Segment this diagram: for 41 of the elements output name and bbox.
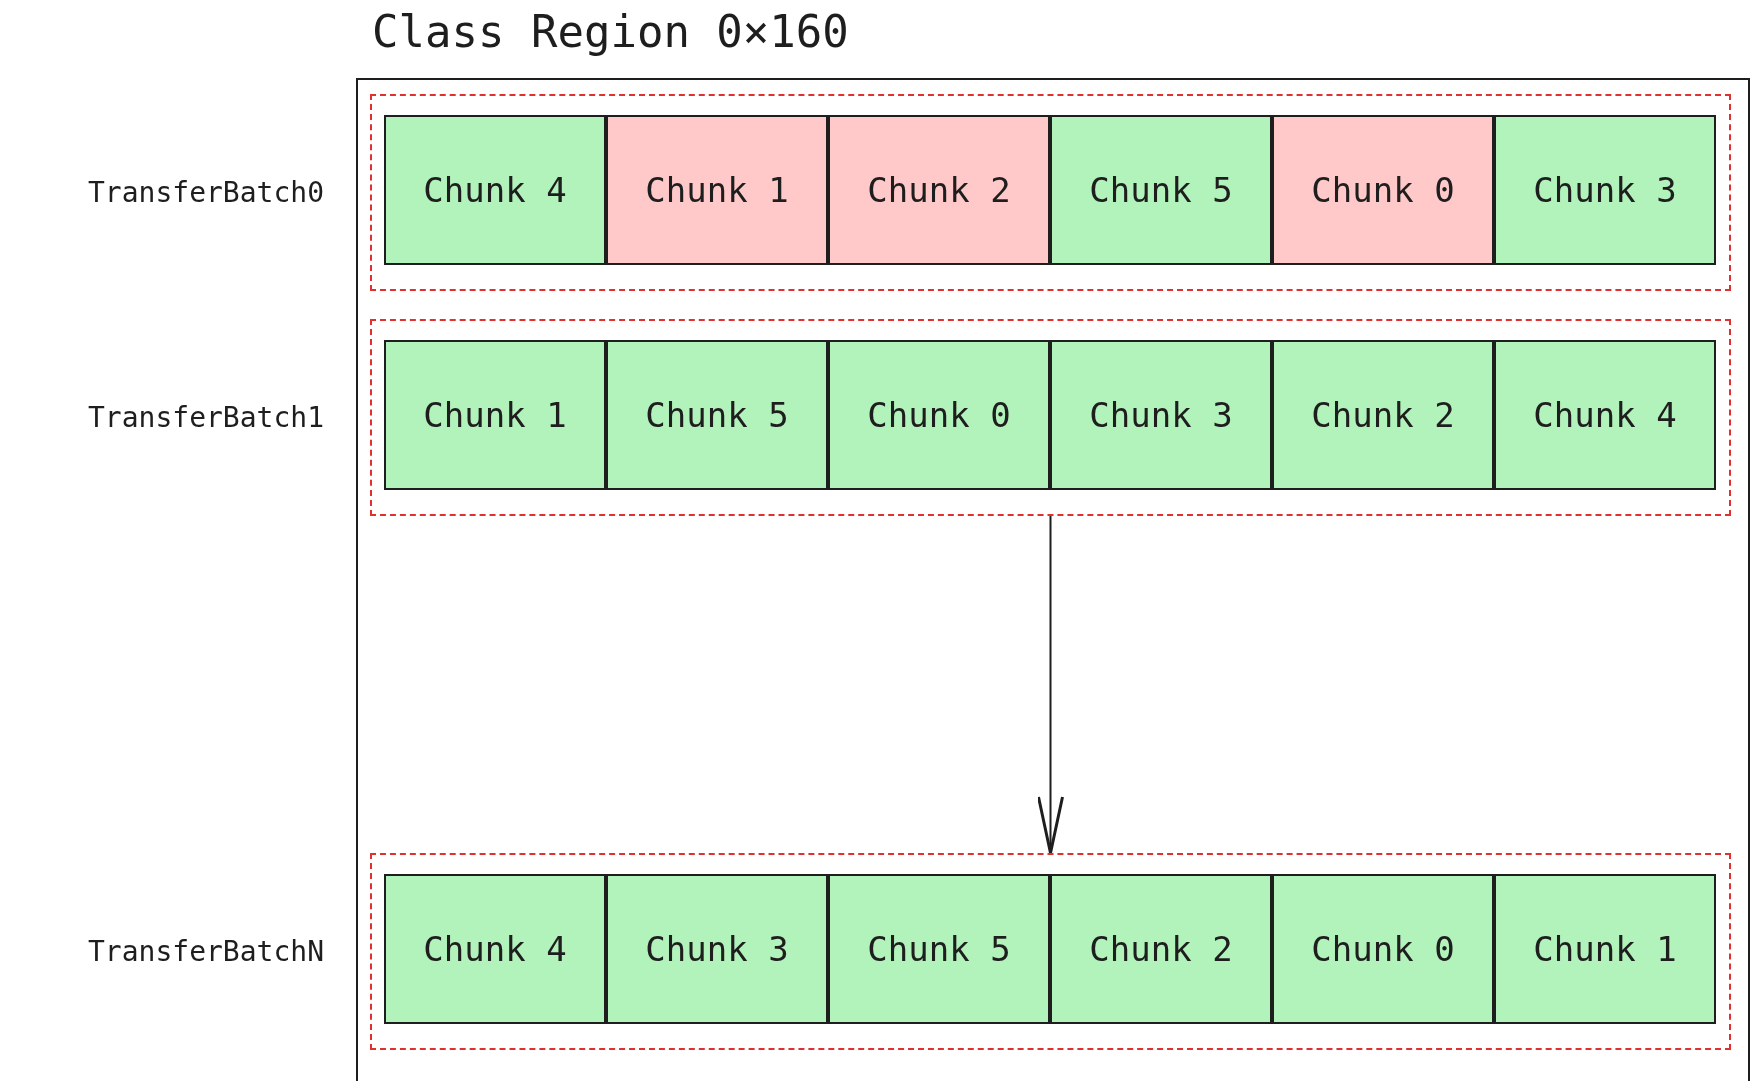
chunk-box (1272, 115, 1494, 265)
batch-label: TransferBatch0 (88, 174, 324, 211)
chunk-label: Chunk 5 (867, 927, 1011, 971)
chunk-box (384, 340, 606, 490)
chunk-box (1050, 340, 1272, 490)
chunk-box (384, 874, 606, 1024)
chunk-box (606, 340, 828, 490)
chunk-label: Chunk 1 (1533, 927, 1677, 971)
chunk-box (828, 874, 1050, 1024)
chunk-box (384, 115, 606, 265)
chunk-box (828, 115, 1050, 265)
chunk-label: Chunk 1 (423, 393, 567, 437)
chunk-box (1050, 115, 1272, 265)
chunk-box (1272, 874, 1494, 1024)
chunk-box (1494, 115, 1716, 265)
chunk-label: Chunk 3 (1533, 168, 1677, 212)
batch-label: TransferBatch1 (88, 399, 324, 436)
chunk-label: Chunk 0 (1311, 168, 1455, 212)
chunk-label: Chunk 5 (1089, 168, 1233, 212)
chunk-label: Chunk 3 (1089, 393, 1233, 437)
chunk-label: Chunk 5 (645, 393, 789, 437)
chunk-label: Chunk 4 (423, 927, 567, 971)
chunk-box (1272, 340, 1494, 490)
chunk-label: Chunk 0 (867, 393, 1011, 437)
chunk-box (606, 874, 828, 1024)
chunk-label: Chunk 2 (1089, 927, 1233, 971)
chunk-box (1494, 874, 1716, 1024)
chunk-label: Chunk 2 (867, 168, 1011, 212)
chunk-label: Chunk 4 (423, 168, 567, 212)
batch-label: TransferBatchN (88, 933, 324, 970)
arrow (1037, 515, 1064, 855)
chunk-box (1050, 874, 1272, 1024)
chunk-label: Chunk 1 (645, 168, 789, 212)
chunk-label: Chunk 4 (1533, 393, 1677, 437)
chunk-box (606, 115, 828, 265)
chunk-label: Chunk 2 (1311, 393, 1455, 437)
chunk-box (1494, 340, 1716, 490)
chunk-label: Chunk 3 (645, 927, 789, 971)
chunk-label: Chunk 0 (1311, 927, 1455, 971)
region-title: Class Region 0×160 (372, 10, 849, 54)
chunk-box (828, 340, 1050, 490)
